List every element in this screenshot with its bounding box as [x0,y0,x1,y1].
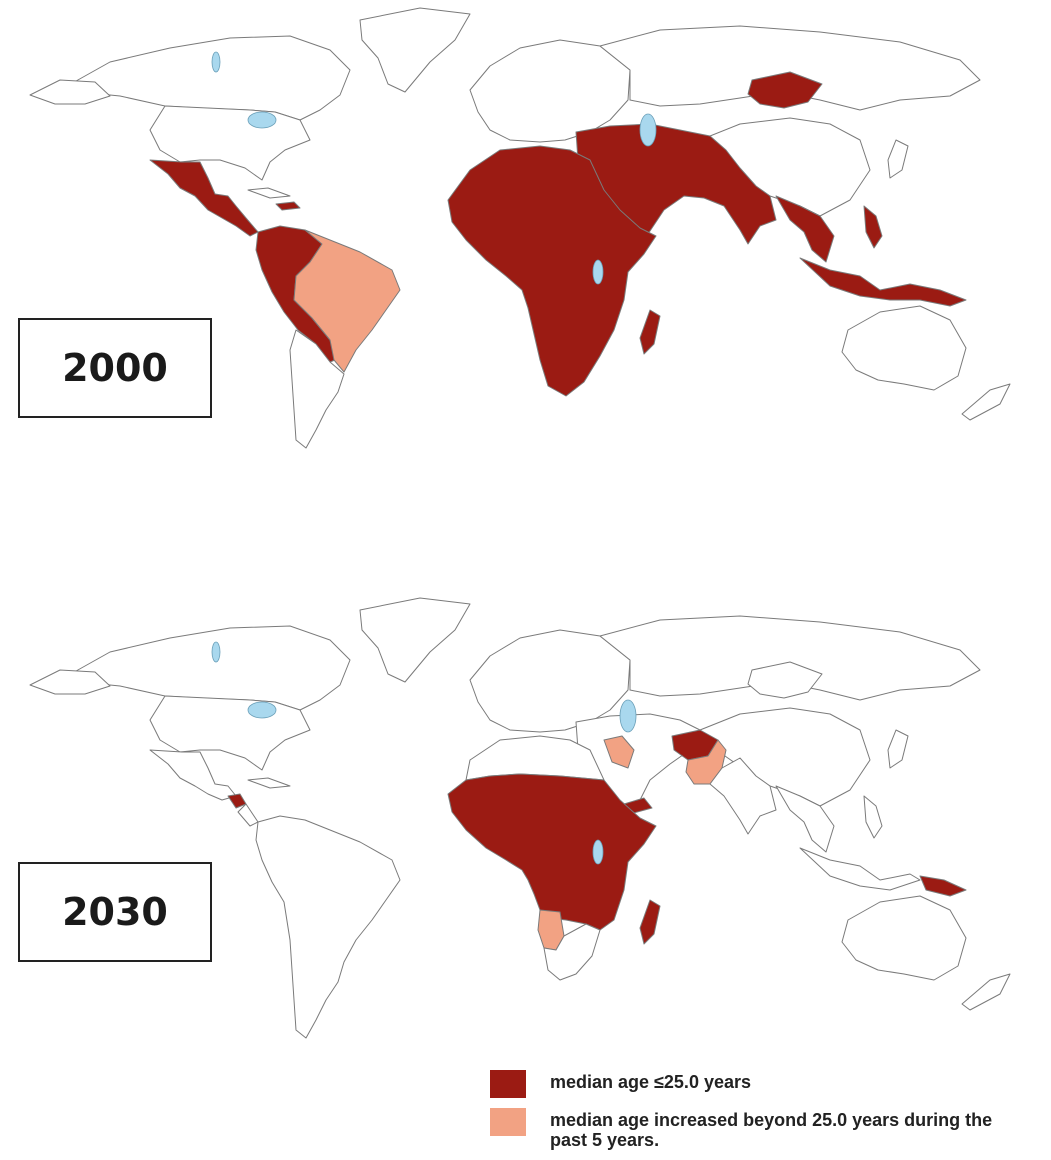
japan [887,729,909,769]
india [709,757,777,835]
canadian-lakes [211,51,221,73]
mongolia [747,661,823,699]
world-map-2030-svg [29,597,1011,1039]
great-lakes [247,701,277,719]
greenland [359,7,471,93]
mongolia [747,71,823,109]
russia [599,25,981,111]
southeast-asia [775,195,835,263]
europe [469,39,631,143]
new-zealand [961,973,1011,1011]
map-legend: median age ≤25.0 years median age increa… [490,1070,1030,1160]
canadian-lakes [211,641,221,663]
guatemala [227,793,247,809]
legend-label-light-salmon: median age increased beyond 25.0 years d… [550,1110,993,1150]
alaska [29,669,111,695]
south-america [255,815,401,1039]
greenland [359,597,471,683]
alaska [29,79,111,105]
iraq [603,735,635,769]
legend-swatch-light-salmon [490,1108,526,1136]
year-label-box-2000: 2000 [18,318,212,418]
central-america [237,803,259,827]
japan [887,139,909,179]
legend-swatch-dark-red [490,1070,526,1098]
legend-label-dark-red: median age ≤25.0 years [550,1072,751,1092]
year-label-2000: 2000 [62,346,168,390]
southern-cone [289,329,345,449]
papua-new-guinea [919,875,967,897]
cuba [247,777,291,789]
caspian-sea [619,699,637,733]
world-map-2000: 2000 [0,0,1051,470]
african-lakes [592,839,604,865]
cuba [247,187,291,199]
brazil [293,229,401,373]
philippines [863,205,883,249]
caspian-sea [639,113,657,147]
world-map-2000-svg [29,7,1011,449]
year-label-box-2030: 2030 [18,862,212,962]
southeast-asia [775,785,835,853]
legend-item-light-salmon: median age increased beyond 25.0 years d… [490,1108,1030,1150]
new-zealand [961,383,1011,421]
russia [599,615,981,701]
year-label-2030: 2030 [62,890,168,934]
great-lakes [247,111,277,129]
mexico [149,749,237,801]
indonesia [799,257,967,307]
australia [841,305,967,391]
africa [447,145,657,397]
madagascar [639,309,661,355]
world-map-2030: 2030 [0,590,1051,1060]
europe [469,629,631,733]
australia [841,895,967,981]
south-africa [543,923,601,981]
haiti-dominican [275,201,301,211]
legend-item-dark-red: median age ≤25.0 years [490,1070,1030,1098]
madagascar [639,899,661,945]
philippines [863,795,883,839]
mexico-central-america [149,159,259,237]
indonesia [799,847,921,891]
african-lakes [592,259,604,285]
